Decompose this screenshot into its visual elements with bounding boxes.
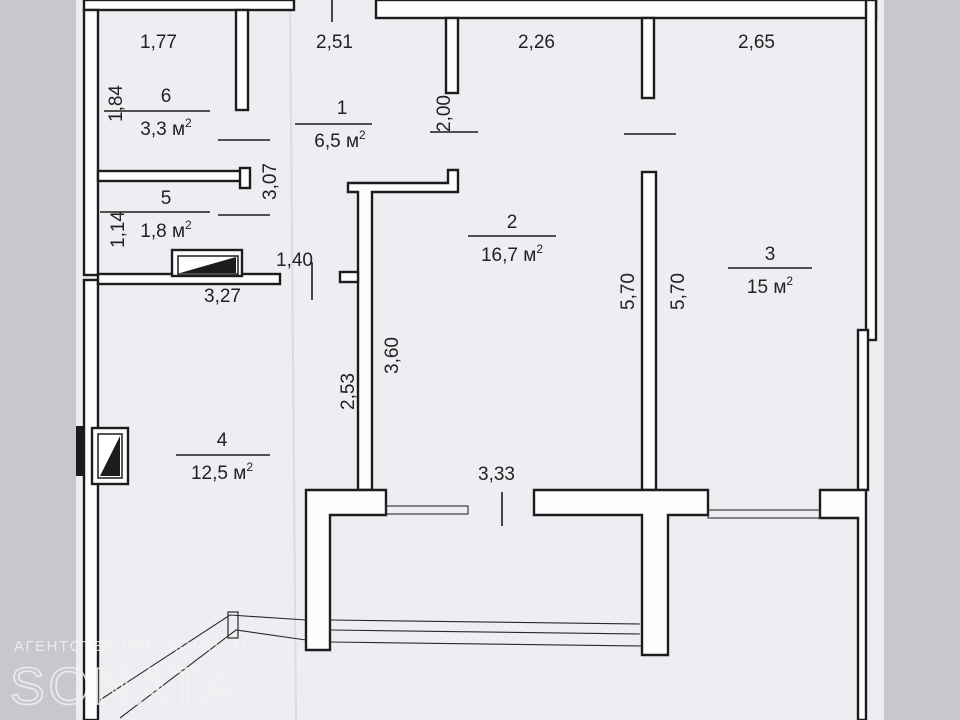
window-room3 bbox=[707, 509, 821, 519]
wall-room2-left bbox=[346, 168, 460, 492]
room-labels: 1 6,5 м2 2 16,7 м2 3 15 м2 4 12,5 м2 5 1… bbox=[140, 86, 793, 484]
room-5-area-unit: м bbox=[172, 221, 185, 242]
shaft-fill bbox=[180, 257, 236, 273]
walls bbox=[76, 0, 878, 720]
room-1-number: 1 bbox=[337, 98, 348, 119]
wall-stub-2 bbox=[640, 16, 656, 100]
dimension-lines bbox=[100, 0, 812, 526]
wall-stub-1 bbox=[444, 16, 460, 95]
room-2-area: 16,7 м2 bbox=[481, 242, 543, 266]
balcony-glazing bbox=[329, 619, 643, 647]
vent-edge bbox=[76, 426, 84, 476]
wall-right-lower bbox=[856, 328, 870, 492]
dim-3-33: 3,33 bbox=[478, 464, 515, 485]
dim-2-00: 2,00 bbox=[434, 95, 455, 132]
dim-2-53: 2,53 bbox=[338, 373, 359, 410]
windows bbox=[99, 505, 821, 719]
wall-top-left bbox=[82, 0, 296, 12]
room-5-area: 1,8 м2 bbox=[140, 218, 192, 242]
room-4-number: 4 bbox=[217, 430, 228, 451]
vent-fill bbox=[100, 436, 120, 476]
room-3-area: 15 м2 bbox=[747, 274, 793, 298]
paper-fold bbox=[289, 0, 297, 720]
dimension-labels: 1,77 2,51 2,26 2,65 3,27 1,40 3,33 1,84 … bbox=[106, 32, 775, 485]
room-1-area: 6,5 м2 bbox=[314, 128, 366, 152]
dim-5-70-left: 5,70 bbox=[618, 273, 639, 310]
room-3-area-unit: м bbox=[773, 277, 786, 298]
room-1-area-value: 6,5 bbox=[314, 131, 340, 152]
watermark: АГЕНТСТВО НЕРУХОМОСТІ SONATA bbox=[9, 638, 248, 717]
room-6-area-unit: м bbox=[172, 119, 185, 140]
wall-top-right bbox=[374, 0, 878, 20]
room-2-area-exp: 2 bbox=[536, 242, 543, 256]
room-4-area-value: 12,5 bbox=[191, 463, 228, 484]
paper-sheet bbox=[76, 0, 884, 720]
room-4-area: 12,5 м2 bbox=[191, 460, 253, 484]
room-1-area-unit: м bbox=[346, 131, 359, 152]
room-3-number: 3 bbox=[765, 244, 776, 265]
room-1-area-exp: 2 bbox=[359, 128, 366, 142]
wall-right-upper bbox=[864, 0, 878, 342]
dim-1-40: 1,40 bbox=[276, 250, 313, 271]
room-5-area-value: 1,8 bbox=[140, 221, 166, 242]
wall-balcony-left bbox=[304, 488, 388, 652]
room-5-area-exp: 2 bbox=[185, 218, 192, 232]
dim-1-84: 1,84 bbox=[106, 85, 127, 122]
wall-nub bbox=[338, 270, 360, 284]
window-room2 bbox=[385, 505, 469, 515]
room-3-area-value: 15 bbox=[747, 277, 768, 298]
wall-6-5-end bbox=[238, 166, 252, 190]
watermark-agency: АГЕНТСТВО НЕРУХОМОСТІ bbox=[14, 638, 248, 655]
room-6-area-value: 3,3 bbox=[140, 119, 166, 140]
wall-left-lower bbox=[82, 278, 100, 720]
wall-2-3 bbox=[640, 170, 658, 492]
dim-1-14: 1,14 bbox=[108, 211, 129, 248]
room-2-area-unit: м bbox=[523, 245, 536, 266]
dim-2-26: 2,26 bbox=[518, 32, 555, 53]
wall-left-upper bbox=[82, 8, 100, 277]
dim-3-60: 3,60 bbox=[382, 337, 403, 374]
dim-2-65: 2,65 bbox=[738, 32, 775, 53]
dim-1-77: 1,77 bbox=[140, 32, 177, 53]
balcony-post bbox=[227, 611, 239, 639]
room-4-area-unit: м bbox=[233, 463, 246, 484]
dim-3-07: 3,07 bbox=[260, 163, 281, 200]
wall-6-5 bbox=[96, 169, 248, 183]
room-2-area-value: 16,7 bbox=[481, 245, 518, 266]
room-6-area-exp: 2 bbox=[185, 116, 192, 130]
room-4-area-exp: 2 bbox=[246, 460, 253, 474]
balcony-curve bbox=[99, 614, 307, 719]
dim-3-27: 3,27 bbox=[204, 286, 241, 307]
room-2-number: 2 bbox=[507, 212, 518, 233]
room-6-area: 3,3 м2 bbox=[140, 116, 192, 140]
wall-stub-6 bbox=[234, 8, 250, 112]
dim-5-70-right: 5,70 bbox=[668, 273, 689, 310]
dim-2-51: 2,51 bbox=[316, 32, 353, 53]
room-3-area-exp: 2 bbox=[786, 274, 793, 288]
wall-balcony-mid bbox=[532, 488, 710, 657]
watermark-brand: SONATA bbox=[10, 658, 240, 716]
room-5-number: 5 bbox=[161, 188, 172, 209]
room-6-number: 6 bbox=[161, 86, 172, 107]
